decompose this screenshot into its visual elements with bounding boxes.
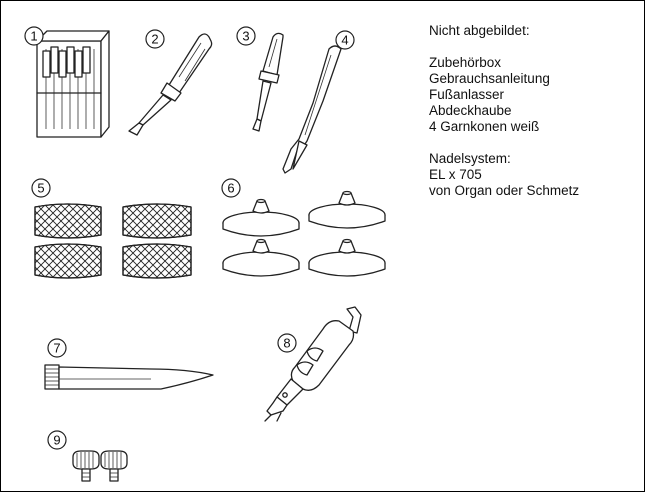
not-shown-list: Zubehörbox Gebrauchsanleitung Fußanlasse… [429, 55, 579, 135]
needle-pack [36, 30, 110, 138]
marker-7: 7 [47, 338, 67, 358]
not-shown-item: Fußanlasser [429, 87, 505, 102]
notes-panel: Nicht abgebildet: Zubehörbox Gebrauchsan… [429, 23, 579, 199]
needle-system-line: von Organ oder Schmetz [429, 183, 580, 198]
not-shown-item: Zubehörbox [429, 55, 502, 70]
marker-4: 4 [335, 30, 355, 50]
marker-8: 8 [277, 333, 297, 353]
large-screwdriver [128, 33, 213, 136]
marker-6: 6 [221, 178, 241, 198]
svg-text:6: 6 [227, 181, 234, 196]
marker-1: 1 [24, 26, 44, 46]
svg-text:9: 9 [53, 433, 60, 448]
needle-system: Nadelsystem: EL x 705 von Organ oder Sch… [429, 151, 579, 199]
svg-text:1: 1 [30, 29, 37, 44]
marker-2: 2 [145, 29, 165, 49]
marker-5: 5 [31, 178, 51, 198]
thread-nets [34, 203, 192, 279]
marker-3: 3 [236, 26, 256, 46]
not-shown-heading: Nicht abgebildet: [429, 23, 530, 38]
spool-caps [222, 190, 386, 277]
needle-system-line: EL x 705 [429, 167, 482, 182]
not-shown-item: Gebrauchsanleitung [429, 71, 550, 86]
svg-text:4: 4 [341, 33, 348, 48]
svg-text:2: 2 [151, 32, 158, 47]
tweezers [282, 45, 342, 174]
seam-ripper [264, 306, 362, 422]
needle-system-heading: Nadelsystem: [429, 151, 511, 166]
thumb-screws [72, 450, 128, 482]
not-shown-item: 4 Garnkonen weiß [429, 119, 540, 134]
cleaning-brush [44, 364, 214, 390]
marker-9: 9 [47, 430, 67, 450]
svg-text:5: 5 [37, 181, 44, 196]
svg-text:3: 3 [242, 29, 249, 44]
svg-text:7: 7 [53, 341, 60, 356]
not-shown-item: Abdeckhaube [429, 103, 512, 118]
small-screwdriver [252, 32, 284, 132]
svg-text:8: 8 [283, 336, 290, 351]
